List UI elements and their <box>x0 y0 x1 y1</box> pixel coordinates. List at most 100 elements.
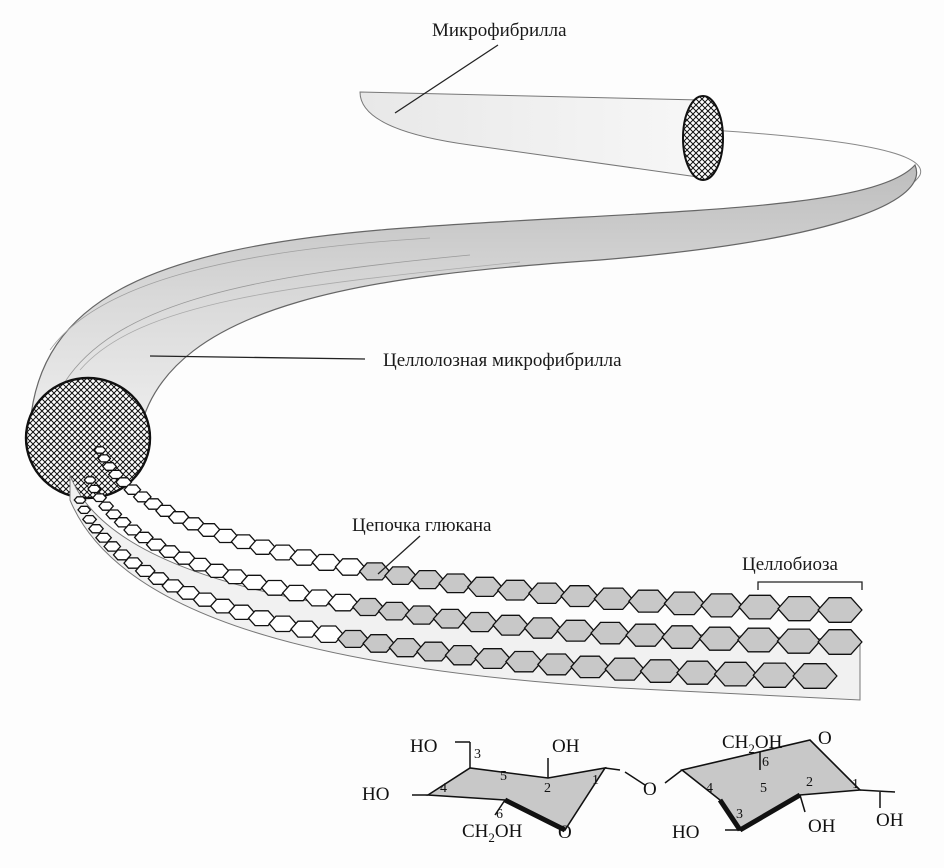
label-microfibril: Микрофибрилла <box>432 20 567 41</box>
ring2-oh-right: OH <box>876 810 904 831</box>
glucose-hexagon <box>461 611 498 633</box>
ring1-n2: 2 <box>544 781 551 796</box>
glucose-hexagon <box>87 484 102 494</box>
glucose-hexagon <box>663 591 706 616</box>
glucose-hexagon <box>304 589 334 607</box>
thin-microfibril-body <box>359 91 706 179</box>
glucose-hexagon <box>289 549 319 566</box>
label-cellulose-microfibril: Целлолозная микрофибрилла <box>383 350 622 371</box>
glucose-hexagon <box>639 659 682 683</box>
leader-glucan-chain <box>377 535 421 575</box>
glucose-hexagon <box>492 614 529 636</box>
glucose-hexagon <box>247 610 276 627</box>
glucose-hexagon <box>661 625 703 649</box>
glucose-hexagon <box>496 579 534 601</box>
glucose-hexagon <box>560 585 599 608</box>
glucose-hexagon <box>438 573 473 594</box>
ring2-n2: 2 <box>806 775 813 790</box>
ring1-ch2oh: CH2OH <box>462 821 523 845</box>
glucose-hexagon <box>281 584 311 602</box>
ring1-n4: 4 <box>440 781 447 796</box>
glucose-ring-1 <box>412 741 646 833</box>
ring1-oh-top: OH <box>552 736 580 757</box>
glucose-hexagon <box>676 660 719 685</box>
glucose-hexagon <box>228 604 256 621</box>
glucose-hexagon <box>313 625 344 644</box>
ring1-n3: 3 <box>474 747 481 762</box>
glucose-hexagon <box>404 605 439 625</box>
glucose-hexagon <box>95 532 113 543</box>
glucose-hexagon <box>556 619 595 642</box>
ring1-ho-top: HO <box>410 736 437 757</box>
glucose-hexagon <box>752 662 797 688</box>
leader-cellulose-microfibril <box>149 355 366 360</box>
glucose-hexagon <box>527 582 566 605</box>
ring2-n1: 1 <box>852 777 859 792</box>
microfibril-cross-section <box>24 376 152 500</box>
glucose-hexagon <box>817 597 863 623</box>
glucose-hexagon <box>700 593 743 618</box>
glucose-hexagon <box>736 627 781 653</box>
glucose-hexagon <box>590 621 630 645</box>
glucose-hexagon <box>240 574 268 591</box>
glucose-hexagon <box>388 637 423 658</box>
glucose-hexagon <box>290 620 320 638</box>
glucose-hexagon <box>792 663 838 689</box>
glucose-hexagon <box>776 628 821 654</box>
glucose-hexagon <box>337 629 369 649</box>
cellulose-microfibril-ribbon <box>29 163 918 431</box>
ring1-o: O <box>558 822 572 843</box>
glucose-hexagon <box>416 641 451 662</box>
leader-microfibril <box>394 44 499 114</box>
glucose-hexagon <box>77 505 92 515</box>
ring2-o: O <box>818 728 832 749</box>
ring2-n3: 3 <box>736 807 743 822</box>
ring1-ho-left: HO <box>362 784 389 805</box>
glucose-hexagon <box>377 601 411 621</box>
glucose-hexagon <box>83 476 97 484</box>
glucose-hexagon <box>352 597 384 617</box>
glucose-hexagon <box>466 576 503 598</box>
glucose-hexagon <box>93 446 107 454</box>
glucose-ring-2 <box>664 739 896 833</box>
glucose-hexagon <box>230 534 257 550</box>
glucose-hexagon <box>625 623 666 647</box>
ring1-n1: 1 <box>592 773 599 788</box>
bridge-oxygen: O <box>643 779 657 800</box>
glucose-hexagon <box>222 569 248 585</box>
ring2-n5: 5 <box>760 781 767 796</box>
glucan-chains-ribbon <box>69 474 861 701</box>
glucose-hexagon <box>268 544 297 561</box>
glucose-hexagon <box>92 493 108 503</box>
ring2-ho-bottom: HO <box>672 822 699 843</box>
glucose-hexagon <box>268 615 298 633</box>
glucose-hexagon <box>505 650 543 673</box>
glucose-hexagon <box>593 587 633 611</box>
glucose-hexagon <box>87 524 105 534</box>
glucose-hexagon <box>627 589 669 613</box>
thin-microfibril-cross-section <box>682 95 724 181</box>
ring2-oh-bottom: OH <box>808 816 836 837</box>
glucose-hexagon <box>410 569 445 590</box>
glucan-chains <box>73 446 863 689</box>
cellobiose-bracket <box>757 581 863 590</box>
ring2-n4: 4 <box>706 781 713 796</box>
label-glucan-chain: Цепочка глюкана <box>352 515 492 536</box>
glucose-hexagon <box>362 634 395 653</box>
glucose-hexagon <box>432 608 468 629</box>
glucose-hexagon <box>604 657 645 681</box>
glucose-hexagon <box>73 496 87 504</box>
glucose-hexagon <box>523 617 562 639</box>
glucose-hexagon <box>334 558 366 576</box>
glucose-hexagon <box>260 579 289 596</box>
glucose-hexagon <box>327 593 359 612</box>
glucose-hexagon <box>713 661 758 687</box>
glucose-hexagon <box>358 562 391 581</box>
glucose-hexagon <box>101 462 118 471</box>
glucose-hexagon <box>249 539 276 555</box>
glucose-hexagon <box>817 629 863 655</box>
glucose-hexagon <box>738 594 782 620</box>
glucose-hexagon <box>384 566 417 586</box>
